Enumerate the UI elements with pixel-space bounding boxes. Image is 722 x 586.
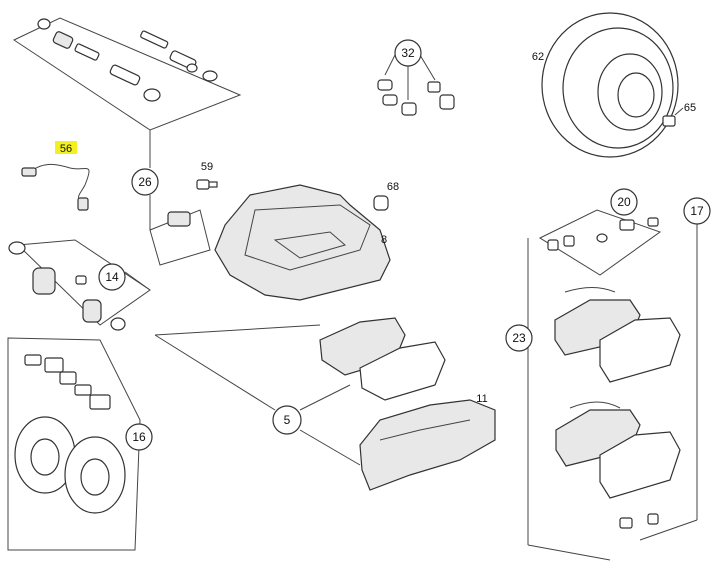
service-kit-16: 16 (7, 337, 153, 551)
callout-68-label[interactable]: 68 (387, 181, 399, 193)
callout-26-label: 26 (138, 175, 152, 189)
callout-16[interactable] (125, 423, 153, 451)
screw-68-group: 68 (373, 181, 399, 211)
brake-disc-62: 62 65 (532, 12, 696, 158)
callout-8-label[interactable]: 8 (381, 234, 387, 246)
brake-caliper-8: 8 (214, 184, 391, 301)
callout-5-label: 5 (284, 413, 291, 427)
callout-5[interactable] (272, 405, 302, 435)
callout-65-label[interactable]: 65 (684, 102, 696, 114)
caliper-carrier-11: 11 (359, 393, 496, 491)
callout-20[interactable] (610, 188, 638, 216)
callout-59-label[interactable]: 59 (201, 161, 213, 173)
brake-pads-center (319, 317, 446, 401)
callout-23-label: 23 (512, 331, 526, 345)
callout-20-label: 20 (617, 195, 631, 209)
callout-32-label: 32 (401, 46, 415, 60)
callout-26[interactable] (131, 168, 159, 196)
callout-11-label[interactable]: 11 (476, 393, 487, 405)
pad-set-17-23: 17 23 (505, 197, 711, 561)
highlight-56 (55, 141, 77, 154)
callout-56-label[interactable]: 56 (60, 143, 72, 155)
screw-59-group: 59 (196, 161, 218, 190)
callout-23[interactable] (505, 324, 533, 352)
callout-17[interactable] (683, 197, 711, 225)
callout-16-label: 16 (132, 430, 146, 444)
callout-14[interactable] (98, 263, 126, 291)
pin-kit-parts (37, 18, 218, 102)
callout-17-label: 17 (690, 204, 704, 218)
hardware-kit-20: 20 (538, 188, 662, 276)
wear-sensor-group: 56 (21, 141, 90, 211)
callout-32[interactable] (394, 39, 422, 67)
pin-kit-group: 26 (12, 17, 242, 266)
bolt-kit-32: 32 (377, 39, 455, 116)
leader-lines-5: 5 (154, 324, 361, 466)
callout-62-label[interactable]: 62 (532, 51, 544, 63)
seal-kit-14: 14 (8, 239, 151, 331)
callout-14-label: 14 (105, 270, 119, 284)
